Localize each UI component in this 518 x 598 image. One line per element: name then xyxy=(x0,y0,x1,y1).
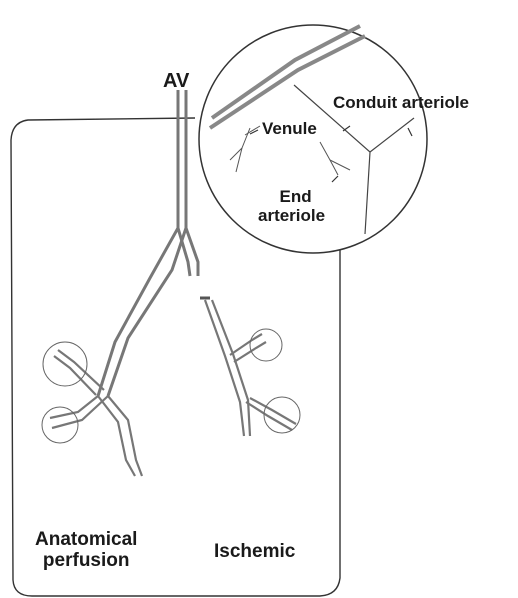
label-venule: Venule xyxy=(262,120,317,139)
label-anatomical-perfusion: Anatomical perfusion xyxy=(35,530,137,572)
label-arteriole: arteriole xyxy=(258,207,325,226)
left-branches xyxy=(50,350,142,476)
left-capillary-beds xyxy=(42,342,87,443)
label-anatomical: Anatomical xyxy=(35,530,137,551)
label-perfusion: perfusion xyxy=(35,551,137,572)
label-av: AV xyxy=(163,70,189,92)
label-conduit-arteriole: Conduit arteriole xyxy=(333,94,469,113)
right-branches xyxy=(205,300,296,436)
label-end: End xyxy=(266,188,325,207)
right-capillary-beds xyxy=(250,329,300,433)
label-ischemic: Ischemic xyxy=(214,542,295,563)
label-end-arteriole: End arteriole xyxy=(258,188,325,225)
av-trunk xyxy=(98,90,198,396)
